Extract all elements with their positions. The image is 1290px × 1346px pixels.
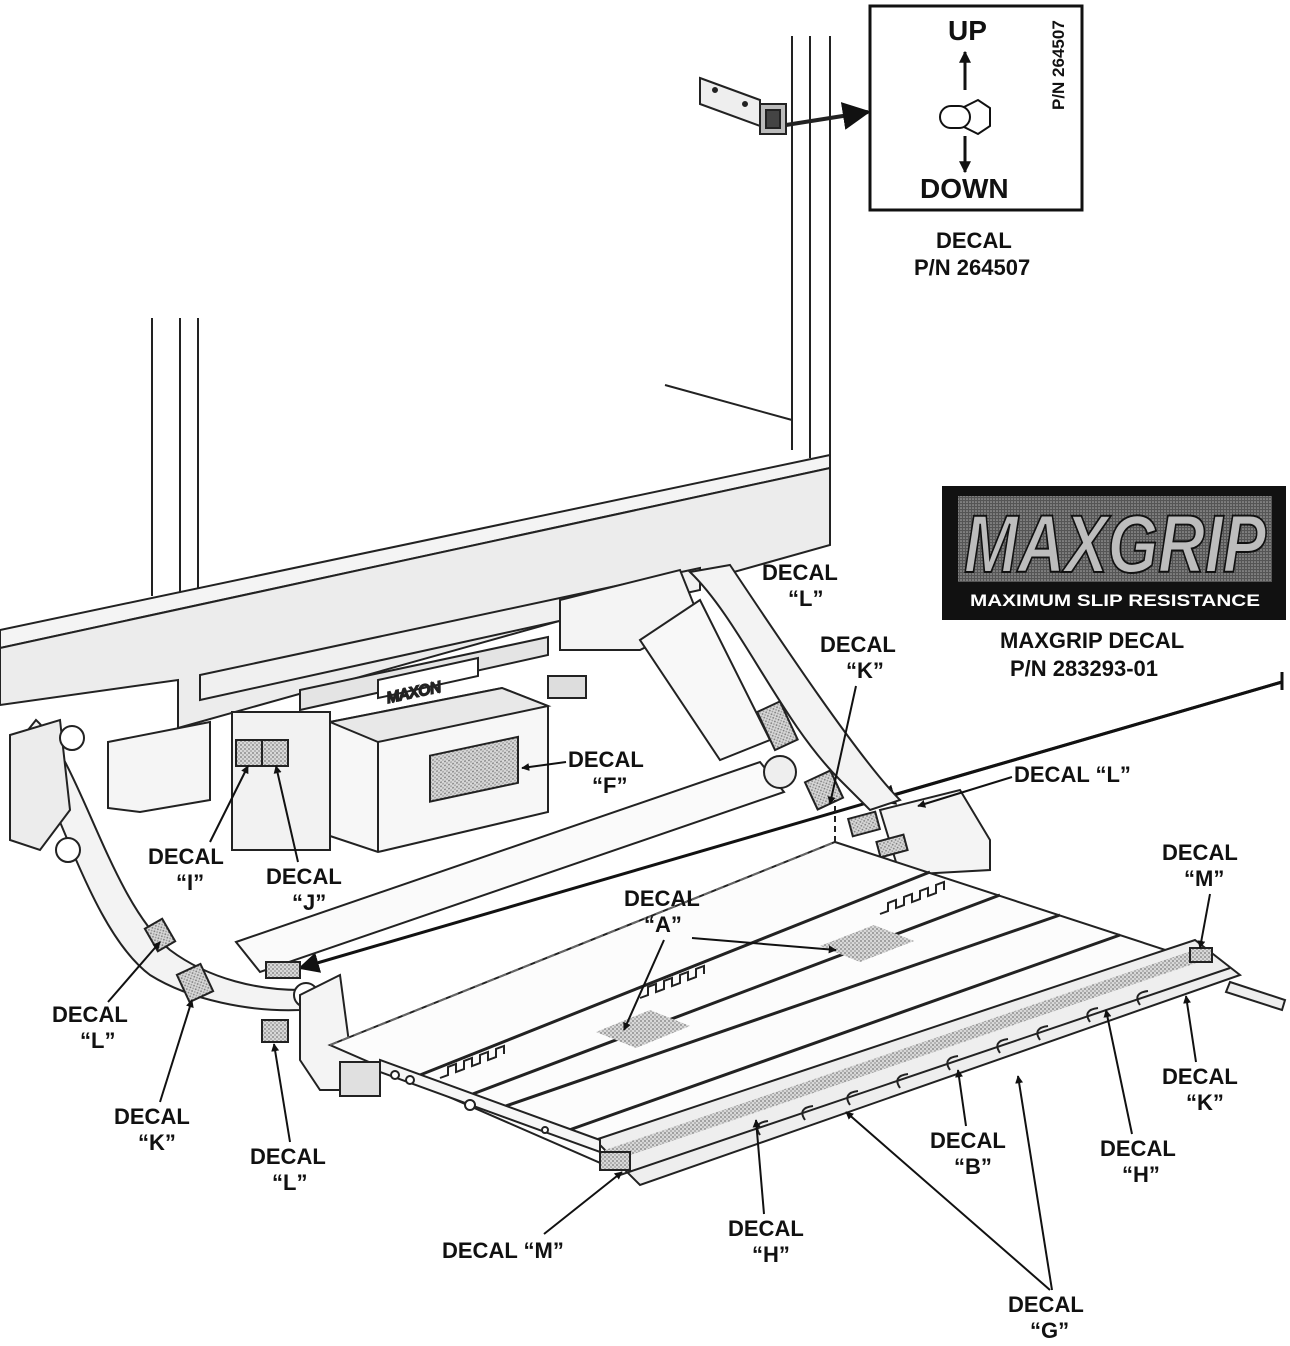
callout-decal-l-left: DECAL “L” xyxy=(52,941,161,1053)
switch-decal-side-pn: P/N 264507 xyxy=(1049,20,1068,110)
svg-text:DECAL: DECAL xyxy=(148,844,224,869)
svg-text:DECAL: DECAL xyxy=(1008,1292,1084,1317)
svg-text:“J”: “J” xyxy=(292,890,326,915)
svg-text:DECAL: DECAL xyxy=(266,864,342,889)
svg-text:DECAL: DECAL xyxy=(930,1128,1006,1153)
svg-text:DECAL: DECAL xyxy=(728,1216,804,1241)
svg-text:“K”: “K” xyxy=(846,658,884,683)
truck-body xyxy=(0,36,831,730)
svg-text:“M”: “M” xyxy=(1184,866,1224,891)
svg-text:DECAL: DECAL xyxy=(568,747,644,772)
svg-text:“K”: “K” xyxy=(1186,1090,1224,1115)
switch-decal-caption-2: P/N 264507 xyxy=(914,255,1030,280)
platform xyxy=(327,800,1287,1187)
svg-text:“L”: “L” xyxy=(788,586,823,611)
callout-decal-g: DECAL “G” xyxy=(845,1075,1084,1343)
callout-decal-h-right: DECAL “H” xyxy=(1100,1009,1176,1187)
svg-text:DECAL “M”: DECAL “M” xyxy=(442,1238,564,1263)
callout-decal-m-right: DECAL “M” xyxy=(1162,840,1238,949)
maxgrip-tagline: MAXIMUM SLIP RESISTANCE xyxy=(970,591,1260,610)
callout-decal-k-right: DECAL “K” xyxy=(1162,995,1238,1115)
svg-text:“G”: “G” xyxy=(1030,1318,1069,1343)
switch-decal: UP DOWN P/N 264507 DECAL P/N 264507 xyxy=(868,4,1084,280)
svg-text:“L”: “L” xyxy=(272,1170,307,1195)
callout-decal-l-lower: DECAL “L” xyxy=(250,1043,326,1195)
maxgrip-logo-text: MAXGRIP xyxy=(964,499,1266,590)
maxgrip-caption-2: P/N 283293-01 xyxy=(1010,656,1158,681)
svg-text:DECAL: DECAL xyxy=(820,632,896,657)
switch-down-label: DOWN xyxy=(920,173,1009,204)
svg-text:“B”: “B” xyxy=(954,1154,992,1179)
callout-decal-h-lower: DECAL “H” xyxy=(728,1119,804,1267)
svg-text:DECAL: DECAL xyxy=(1100,1136,1176,1161)
svg-text:“A”: “A” xyxy=(644,912,682,937)
switch-up-label: UP xyxy=(948,15,987,46)
svg-text:DECAL: DECAL xyxy=(624,886,700,911)
callout-decal-k-upper: DECAL “K” xyxy=(820,632,896,805)
svg-text:“L”: “L” xyxy=(80,1028,115,1053)
svg-text:“F”: “F” xyxy=(592,773,627,798)
svg-text:DECAL: DECAL xyxy=(52,1002,128,1027)
callout-decal-f: DECAL “F” xyxy=(521,747,644,798)
callout-decal-k-left: DECAL “K” xyxy=(114,999,194,1155)
svg-text:DECAL: DECAL xyxy=(114,1104,190,1129)
callout-decal-a: DECAL “A” xyxy=(623,886,837,1031)
svg-text:“H”: “H” xyxy=(1122,1162,1160,1187)
svg-text:DECAL: DECAL xyxy=(1162,840,1238,865)
svg-text:DECAL: DECAL xyxy=(762,560,838,585)
svg-text:“H”: “H” xyxy=(752,1242,790,1267)
lift-mechanism: MAXON xyxy=(9,563,991,1091)
toggle-switch-icon xyxy=(939,98,991,136)
callout-decal-l-upper: DECAL “L” xyxy=(762,560,838,611)
maxgrip-caption-1: MAXGRIP DECAL xyxy=(1000,628,1184,653)
svg-text:DECAL: DECAL xyxy=(1162,1064,1238,1089)
svg-text:“K”: “K” xyxy=(138,1130,176,1155)
callout-decal-i: DECAL “I” xyxy=(148,765,249,895)
control-switch xyxy=(699,76,871,135)
maxgrip-decal: MAXGRIP MAXIMUM SLIP RESISTANCE MAXGRIP … xyxy=(297,486,1286,973)
callout-decal-m-lower: DECAL “M” xyxy=(442,1171,623,1263)
svg-text:“I”: “I” xyxy=(176,870,204,895)
svg-text:DECAL: DECAL xyxy=(250,1144,326,1169)
callout-decal-b: DECAL “B” xyxy=(930,1069,1006,1179)
callout-decal-l-right: DECAL “L” xyxy=(917,762,1131,808)
svg-text:DECAL “L”: DECAL “L” xyxy=(1014,762,1131,787)
callout-decal-j: DECAL “J” xyxy=(266,765,342,915)
switch-decal-caption-1: DECAL xyxy=(936,228,1012,253)
